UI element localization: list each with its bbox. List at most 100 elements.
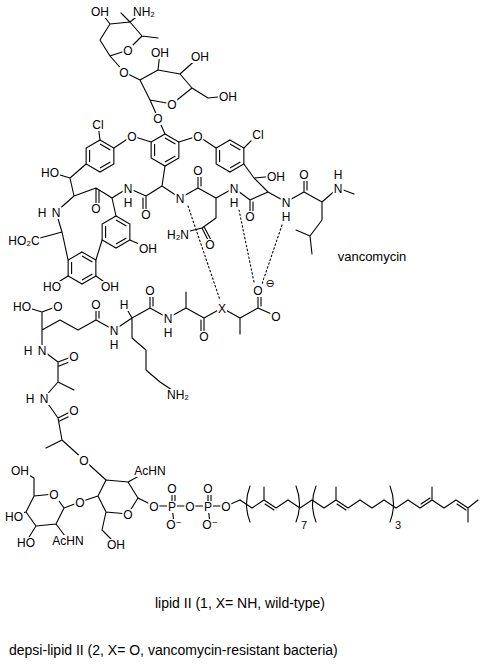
atom-label: N: [37, 345, 48, 357]
repeat-count-holder: 3: [394, 516, 402, 532]
atom-label: HO: [42, 281, 62, 293]
repeat-count: 3: [394, 520, 402, 531]
atom-label-holder: N: [123, 180, 134, 196]
muramyl-bonds: [14, 470, 150, 544]
atom-label: OH: [106, 539, 126, 551]
atom-label: HO: [16, 537, 36, 549]
atom-label: O: [122, 509, 133, 521]
atom-label-holder: OH: [218, 88, 238, 104]
atom-label-holder: HO: [42, 278, 62, 294]
atom-label: H: [333, 169, 344, 181]
atom-label-holder: H: [109, 336, 120, 352]
atom-label-holder: O⁻: [165, 516, 183, 532]
caption-text-holder: lipid II (1, X= NH, wild-type): [154, 595, 326, 611]
charge-sign-holder: ⊖: [264, 274, 275, 290]
atom-label-holder: HO: [4, 508, 24, 524]
atom-label: OH: [138, 243, 158, 255]
atom-label-holder: O: [148, 498, 159, 514]
atom-label-holder: H: [37, 204, 48, 220]
atom-label: OH: [100, 281, 120, 293]
atom-label-holder: N: [229, 180, 240, 196]
atom-label-holder: H: [333, 166, 344, 182]
atom-label: H: [119, 299, 130, 311]
atom-label: N: [281, 197, 292, 209]
atom-label-holder: OH: [138, 240, 158, 256]
aromatic-ring: [216, 140, 244, 172]
atom-label: H: [25, 393, 36, 405]
atom-label: O: [204, 239, 215, 251]
ether-bonds: [98, 124, 258, 148]
atom-label: O: [118, 67, 129, 79]
atom-label: O⁻: [165, 519, 183, 531]
atom-label-holder: H: [123, 194, 134, 210]
compound-name: vancomycin: [337, 250, 408, 263]
atom-label: O: [220, 501, 231, 513]
atom-label: O: [298, 169, 309, 181]
atom-label: P: [167, 501, 177, 513]
atom-label: HO₂C: [7, 235, 40, 247]
atom-label: OH: [218, 91, 238, 103]
atom-label: P: [203, 501, 213, 513]
atom-label-holder: P: [167, 498, 177, 514]
atom-label-holder: O: [244, 208, 255, 224]
atom-label-holder: H: [25, 390, 36, 406]
atom-label-holder: OH: [10, 462, 30, 478]
atom-label-holder: OH: [106, 536, 126, 552]
atom-label: OH: [90, 6, 110, 18]
atom-label: NH₂: [132, 6, 156, 18]
atom-label-holder: OH: [190, 48, 210, 64]
atom-label: Cl: [251, 129, 264, 141]
atom-label-holder: O: [126, 128, 137, 144]
repeat-bracket: [247, 486, 394, 522]
prenyl-chain: [240, 487, 478, 522]
atom-label-holder: N: [163, 310, 174, 326]
atom-label-holder: O: [166, 96, 177, 112]
charge-sign: ⊖: [264, 278, 275, 289]
atom-label: N: [333, 183, 344, 195]
atom-label-holder: O: [252, 282, 263, 298]
atom-label: O: [166, 99, 177, 111]
atom-label-holder: O: [118, 64, 129, 80]
atom-label-holder: NH₂: [132, 3, 156, 19]
atom-label-holder: HO: [16, 534, 36, 550]
atom-label: O: [126, 131, 137, 143]
atom-label-holder: O: [122, 42, 133, 58]
atom-label: O: [166, 483, 177, 495]
atom-label-holder: O: [198, 328, 209, 344]
atom-label: O: [152, 113, 163, 125]
atom-label: O: [48, 489, 59, 501]
repeat-count: 7: [300, 520, 308, 531]
atom-label-holder: H: [229, 194, 240, 210]
atom-label-holder: X: [217, 300, 227, 316]
atom-label-holder: O: [192, 162, 203, 178]
atom-label-holder: N: [281, 194, 292, 210]
aromatic-ring: [86, 140, 114, 172]
atom-label-holder: O: [68, 402, 79, 418]
atom-label: O: [68, 351, 79, 363]
atom-label-holder: AcHN: [133, 462, 166, 478]
atom-label-holder: O: [192, 128, 203, 144]
atom-label-holder: O⁻: [201, 516, 219, 532]
atom-label-holder: Cl: [251, 126, 264, 142]
aromatic-ring: [68, 252, 96, 284]
atom-label: H: [123, 197, 134, 209]
atom-label: O: [148, 501, 159, 513]
atom-label: AcHN: [133, 465, 166, 477]
atom-label: O: [78, 455, 89, 467]
atom-label: HO: [12, 301, 32, 313]
aromatic-ring: [151, 134, 179, 166]
atom-label: OH: [266, 171, 286, 183]
atom-label-holder: O: [90, 200, 101, 216]
atom-label: O: [192, 131, 203, 143]
atom-label-holder: N: [39, 390, 50, 406]
atom-label: H: [163, 327, 174, 339]
atom-label-holder: N: [51, 204, 62, 220]
atom-label-holder: H: [163, 324, 174, 340]
atom-label-holder: O: [152, 110, 163, 126]
backbone-bonds: [40, 164, 354, 286]
atom-label-holder: O: [78, 452, 89, 468]
atom-label: N: [175, 193, 186, 205]
atom-label: O: [202, 483, 213, 495]
atom-label: O: [192, 165, 203, 177]
